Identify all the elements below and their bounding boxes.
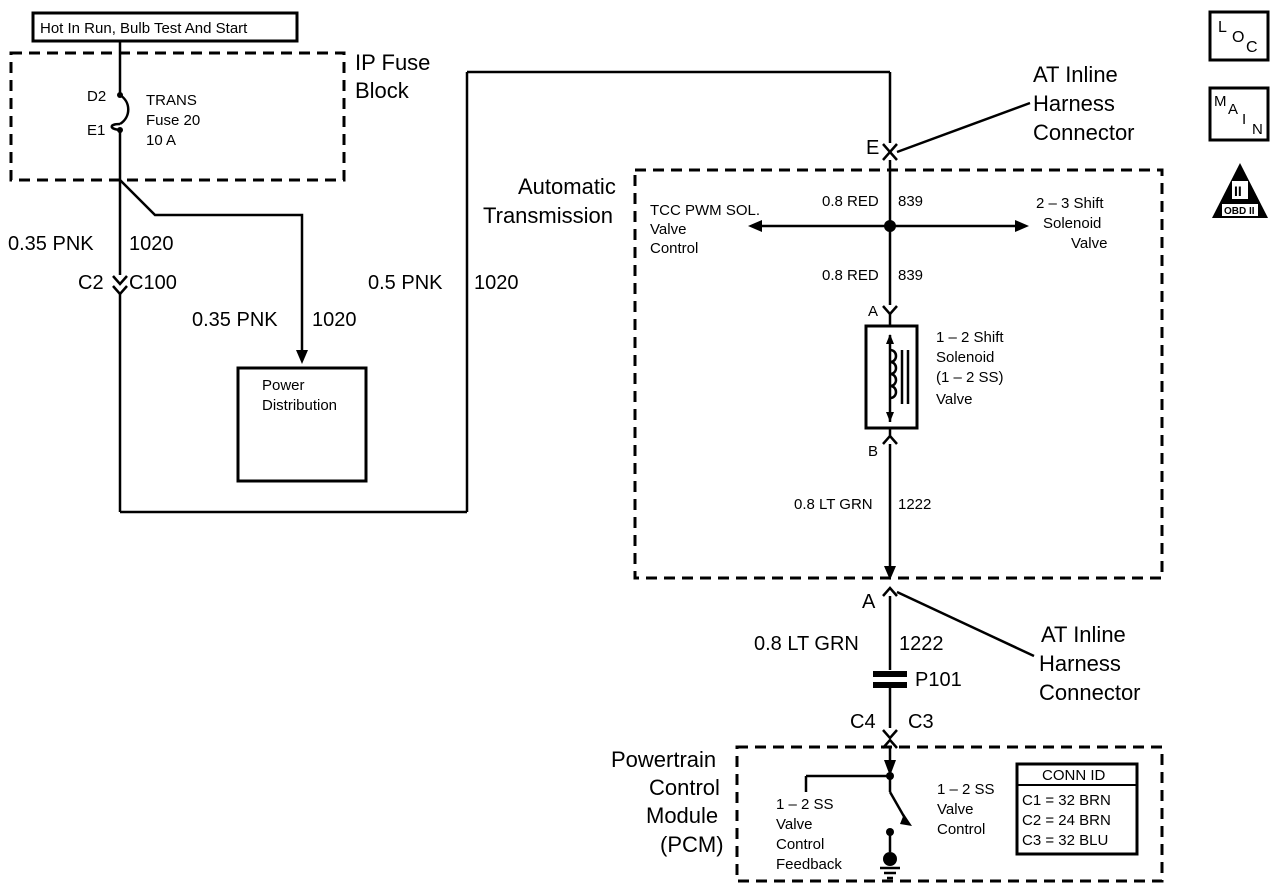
connector-a-bottom: A (862, 591, 876, 613)
branch-wire-label: 0.35 PNK (192, 309, 278, 331)
shift12-label-4: Valve (936, 391, 972, 408)
tcc-label-2: Valve (650, 221, 686, 238)
conn-id-row: C3 = 32 BLU (1022, 832, 1108, 849)
red-top-wire-circuit: 839 (898, 193, 923, 210)
fuse-number: Fuse 20 (146, 112, 200, 129)
svg-text:A: A (1228, 101, 1238, 118)
tcc-label-3: Control (650, 240, 698, 257)
fuse-block-label-2: Block (355, 78, 410, 103)
tcc-label-1: TCC PWM SOL. (650, 202, 760, 219)
automatic-transmission-label-1: Automatic (518, 174, 616, 199)
connector-a-top: A (868, 303, 878, 320)
conn-id-row: C2 = 24 BRN (1022, 812, 1111, 829)
conn-id-title: CONN ID (1042, 767, 1106, 784)
at-harness-bottom-3: Connector (1039, 680, 1141, 705)
left-wire-label: 0.35 PNK (8, 233, 94, 255)
svg-text:O: O (1232, 29, 1244, 46)
pcm-feedback-1: 1 – 2 SS (776, 796, 834, 813)
svg-text:L: L (1218, 19, 1227, 36)
grn-outer-wire-circuit: 1222 (899, 633, 944, 655)
at-harness-top-3: Connector (1033, 120, 1135, 145)
connector-a-bottom-symbol (882, 566, 1035, 670)
shift23-label-1: 2 – 3 Shift (1036, 195, 1104, 212)
red-wire-splice (748, 170, 1029, 305)
pcm-label-3: Module (646, 803, 718, 828)
pcm-box (735, 745, 1164, 883)
svg-text:C: C (1246, 39, 1258, 56)
svg-text:M: M (1214, 93, 1227, 110)
shift12-label-3: (1 – 2 SS) (936, 369, 1004, 386)
grn-inner-wire-circuit: 1222 (898, 496, 931, 513)
shift12-label-1: 1 – 2 Shift (936, 329, 1004, 346)
obd-icon[interactable]: II OBD II (1212, 163, 1268, 218)
loop-wire-circuit: 1020 (474, 272, 519, 294)
connector-c2: C2 (78, 272, 104, 294)
svg-text:OBD II: OBD II (1224, 206, 1255, 217)
fuse-rating: 10 A (146, 132, 176, 149)
at-harness-bottom-2: Harness (1039, 651, 1121, 676)
connector-c3: C3 (908, 711, 934, 733)
p101-connector-symbol (873, 671, 907, 760)
shift-solenoid-12-symbol (864, 305, 919, 574)
fuse-block-label-1: IP Fuse (355, 50, 430, 75)
loc-icon[interactable]: L O C (1208, 10, 1270, 62)
pin-d2: D2 (87, 88, 106, 105)
connector-e: E (866, 137, 879, 159)
conn-id-table: CONN ID C1 = 32 BRN C2 = 24 BRN C3 = 32 … (1015, 762, 1139, 856)
pcm-control-1: 1 – 2 SS (937, 781, 995, 798)
red-mid-wire-label: 0.8 RED (822, 267, 879, 284)
header-title: Hot In Run, Bulb Test And Start (40, 20, 248, 37)
grn-outer-wire-label: 0.8 LT GRN (754, 633, 859, 655)
connector-e-symbol (882, 101, 1031, 170)
pcm-control-3: Control (937, 821, 985, 838)
shift23-label-3: Valve (1071, 235, 1107, 252)
pcm-label-1: Powertrain (611, 747, 716, 772)
pin-e1: E1 (87, 122, 105, 139)
power-distribution-box (236, 366, 368, 483)
grn-inner-wire-label: 0.8 LT GRN (794, 496, 873, 513)
at-harness-top-1: AT Inline (1033, 62, 1118, 87)
fuse-output-wires (112, 70, 892, 514)
fuse-symbol (110, 42, 130, 133)
automatic-transmission-label-2: Transmission (483, 203, 613, 228)
shift12-label-2: Solenoid (936, 349, 994, 366)
pcm-feedback-3: Control (776, 836, 824, 853)
connector-c100: C100 (129, 272, 177, 294)
shift23-label-2: Solenoid (1043, 215, 1101, 232)
pcm-label-4: (PCM) (660, 832, 724, 857)
red-top-wire-label: 0.8 RED (822, 193, 879, 210)
left-wire-circuit: 1020 (129, 233, 174, 255)
branch-wire-circuit: 1020 (312, 309, 357, 331)
main-icon[interactable]: M A I N (1208, 86, 1270, 142)
connector-c4: C4 (850, 711, 876, 733)
svg-text:N: N (1252, 121, 1263, 138)
loop-wire-label: 0.5 PNK (368, 272, 443, 294)
at-harness-top-2: Harness (1033, 91, 1115, 116)
pcm-feedback-4: Feedback (776, 856, 842, 873)
svg-text:I: I (1242, 111, 1246, 128)
at-harness-bottom-1: AT Inline (1041, 622, 1126, 647)
fuse-name: TRANS (146, 92, 197, 109)
ip-fuse-block-box (9, 51, 346, 182)
connector-p101: P101 (915, 669, 962, 691)
power-distribution-label-2: Distribution (262, 397, 337, 414)
conn-id-row: C1 = 32 BRN (1022, 792, 1111, 809)
connector-b: B (868, 443, 878, 460)
svg-text:II: II (1234, 183, 1242, 199)
red-mid-wire-circuit: 839 (898, 267, 923, 284)
pcm-control-2: Valve (937, 801, 973, 818)
header-box: Hot In Run, Bulb Test And Start (31, 11, 299, 43)
power-distribution-label-1: Power (262, 377, 305, 394)
pcm-label-2: Control (649, 775, 720, 800)
pcm-feedback-2: Valve (776, 816, 812, 833)
pcm-switch-symbol (804, 760, 912, 880)
automatic-transmission-box (633, 168, 1164, 580)
